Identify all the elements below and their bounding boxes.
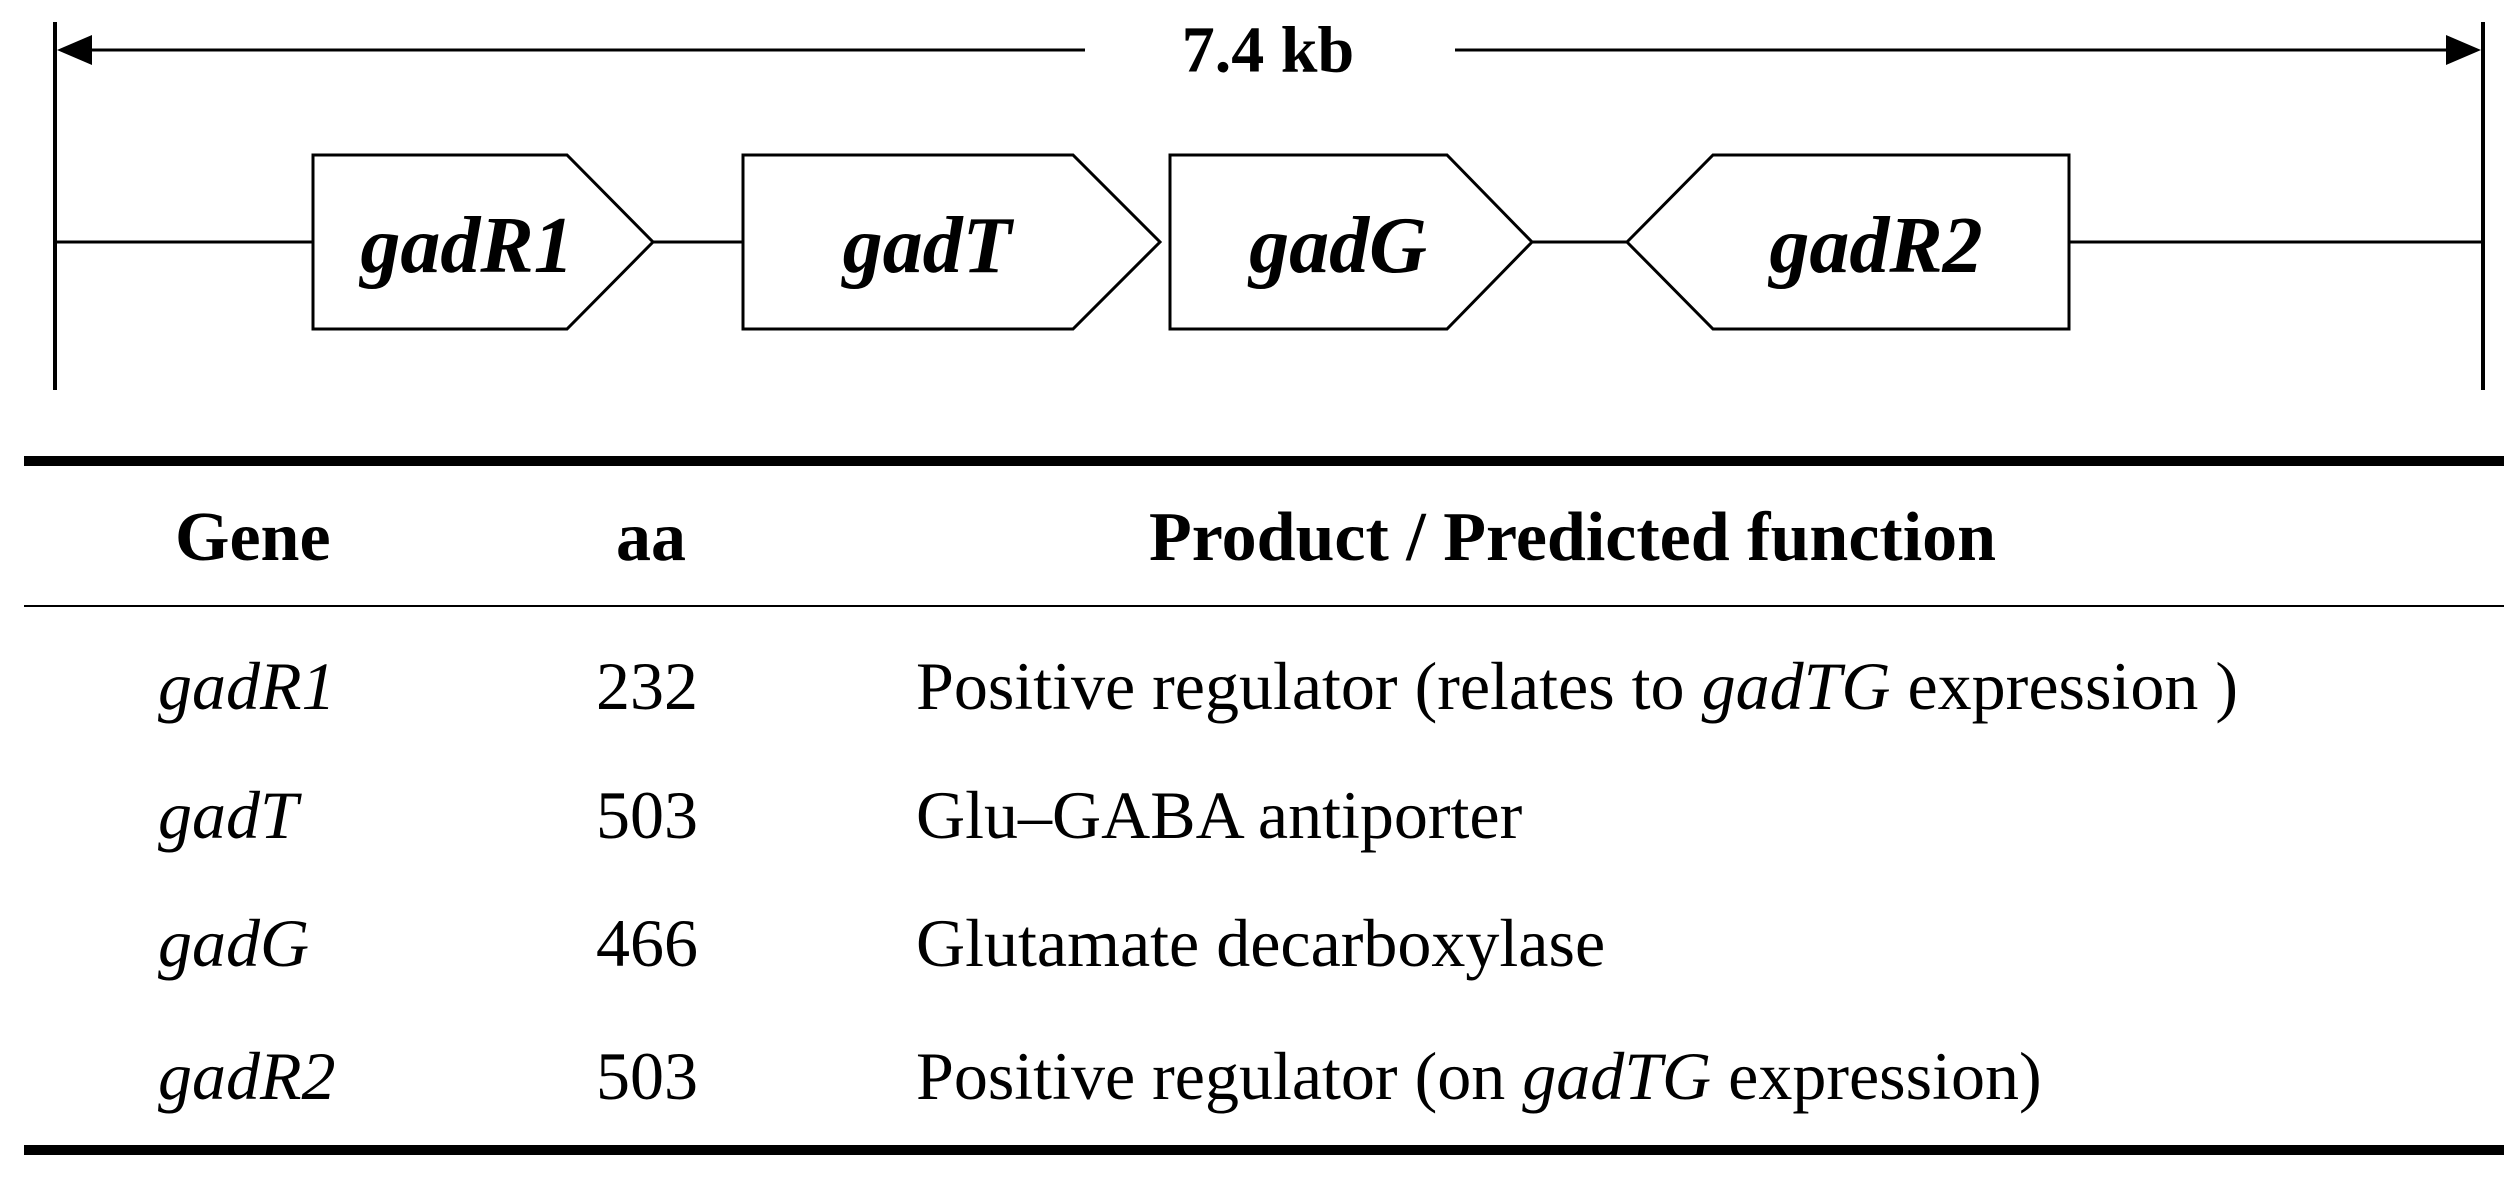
table-row: gadT 503 Glu–GABA antiporter: [0, 765, 2518, 865]
gene-arrow-gadG: [1168, 153, 1535, 331]
cell-aa: 503: [596, 777, 698, 853]
cell-function-gene-italic: gadTG: [1701, 648, 1891, 724]
cell-gene: gadR2: [158, 1038, 336, 1114]
gene-label-gadR2: gadR2: [1767, 202, 1982, 290]
cell-gene: gadG: [158, 905, 310, 981]
cell-function-text-end: expression ): [1890, 648, 2238, 724]
size-arrowhead-left-icon: [57, 35, 92, 65]
gene-cluster-map: 7.4 kb gadR1 gadT gadG gadR2: [53, 14, 2485, 390]
cell-function-text: Positive regulator (relates to: [916, 648, 1702, 724]
table-top-rule: [24, 456, 2504, 466]
cell-function-gene-italic: gadTG: [1522, 1038, 1712, 1114]
cell-gene: gadR1: [158, 648, 336, 724]
column-header-aa: aa: [616, 499, 686, 576]
cell-function: Positive regulator (on gadTG expression): [916, 1026, 2042, 1126]
size-arrowhead-right-icon: [2446, 35, 2481, 65]
table-header-rule: [24, 605, 2504, 607]
cell-function-text: Glutamate decarboxylase: [916, 905, 1606, 981]
cell-gene: gadT: [158, 777, 298, 853]
column-header-gene: Gene: [175, 499, 331, 576]
cell-function: Glutamate decarboxylase: [916, 893, 1605, 993]
size-label: 7.4 kb: [1182, 14, 1354, 87]
table-bottom-rule: [24, 1145, 2504, 1155]
cell-aa: 466: [596, 905, 698, 981]
gene-label-gadG: gadG: [1247, 202, 1427, 290]
cell-function: Glu–GABA antiporter: [916, 765, 1522, 865]
gene-label-gadT: gadT: [841, 202, 1015, 290]
gene-arrow-gadR1: [311, 153, 656, 331]
gene-arrow-gadR2: [1624, 153, 2071, 331]
cell-aa: 232: [596, 648, 698, 724]
table-row: gadG 466 Glutamate decarboxylase: [0, 893, 2518, 993]
column-header-function: Product / Predicted function: [1149, 499, 1997, 576]
cell-function-text-end: expression): [1711, 1038, 2042, 1114]
cell-function-text: Glu–GABA antiporter: [916, 777, 1523, 853]
cell-function-text: Positive regulator (on: [916, 1038, 1523, 1114]
gene-arrow-gadT: [741, 153, 1163, 331]
cell-aa: 503: [596, 1038, 698, 1114]
gene-label-gadR1: gadR1: [358, 202, 573, 290]
cell-function: Positive regulator (relates to gadTG exp…: [916, 636, 2238, 736]
table-row: gadR1 232 Positive regulator (relates to…: [0, 636, 2518, 736]
table-row: gadR2 503 Positive regulator (on gadTG e…: [0, 1026, 2518, 1126]
